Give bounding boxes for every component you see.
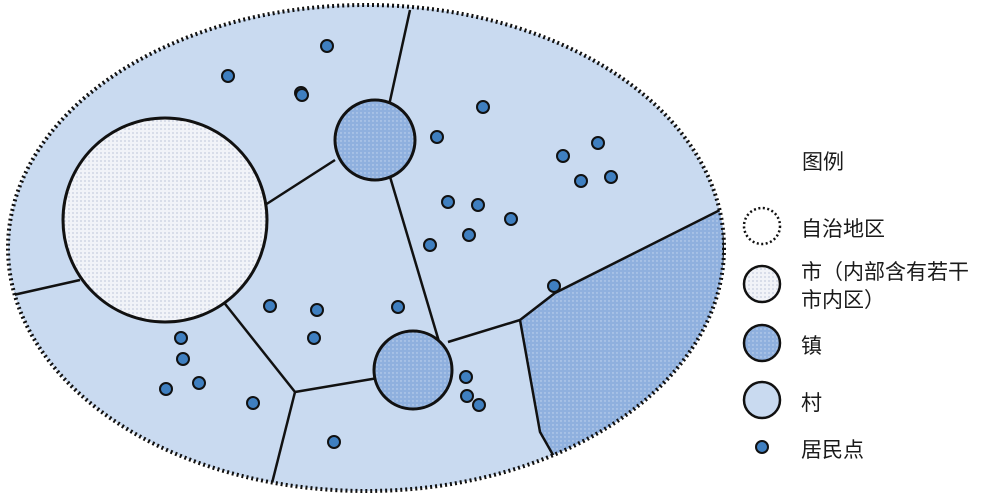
settlement-dot — [176, 352, 190, 366]
settlement-dot — [430, 130, 444, 144]
settlement-dot — [504, 212, 518, 226]
settlement-dot — [221, 69, 235, 83]
settlement-dot — [327, 435, 341, 449]
legend-village-symbol — [742, 380, 782, 420]
legend-symbols — [742, 206, 782, 454]
legend-town-symbol — [742, 323, 782, 363]
village-boundaries — [8, 9, 521, 491]
settlement-dot — [459, 370, 473, 384]
settlement-dot — [472, 398, 486, 412]
town-circle — [333, 98, 417, 182]
settlement-dot — [471, 198, 485, 212]
settlement-dot — [556, 149, 570, 163]
legend-region-symbol — [742, 206, 782, 246]
settlement-dot — [263, 299, 277, 313]
settlement-dot — [604, 170, 618, 184]
settlement-dot — [174, 331, 188, 345]
settlement-dot — [462, 228, 476, 242]
settlement-dot — [423, 238, 437, 252]
legend-item-region: 自治地区 — [801, 217, 885, 241]
settlement-dot — [591, 136, 605, 150]
settlement-dot — [307, 331, 321, 345]
legend-settlement-symbol — [755, 440, 769, 454]
legend-item-village: 村 — [801, 391, 822, 415]
town-circle — [372, 329, 454, 411]
settlement-dot — [574, 174, 588, 188]
settlement-dot — [192, 376, 206, 390]
settlement-dot — [310, 303, 324, 317]
city-circle — [61, 116, 269, 324]
settlement-dot — [295, 88, 309, 102]
settlement-dot — [476, 100, 490, 114]
settlement-dot — [547, 279, 561, 293]
settlement-dot — [441, 195, 455, 209]
legend-city-symbol — [742, 264, 782, 304]
autonomous-region-outline — [6, 3, 726, 493]
legend-item-city: 市（内部含有若干 市内区） — [801, 258, 969, 314]
settlement-dot — [159, 382, 173, 396]
settlement-dot — [246, 396, 260, 410]
settlement-dot — [460, 389, 474, 403]
legend-item-city-line1: 市（内部含有若干 — [801, 260, 969, 284]
legend-item-town: 镇 — [801, 334, 822, 358]
legend-item-city-line2: 市内区） — [801, 288, 885, 312]
settlement-dot — [391, 300, 405, 314]
legend-title: 图例 — [802, 150, 844, 174]
settlements-group — [159, 39, 618, 449]
settlement-dot — [320, 39, 334, 53]
legend-item-settlement: 居民点 — [801, 438, 864, 462]
